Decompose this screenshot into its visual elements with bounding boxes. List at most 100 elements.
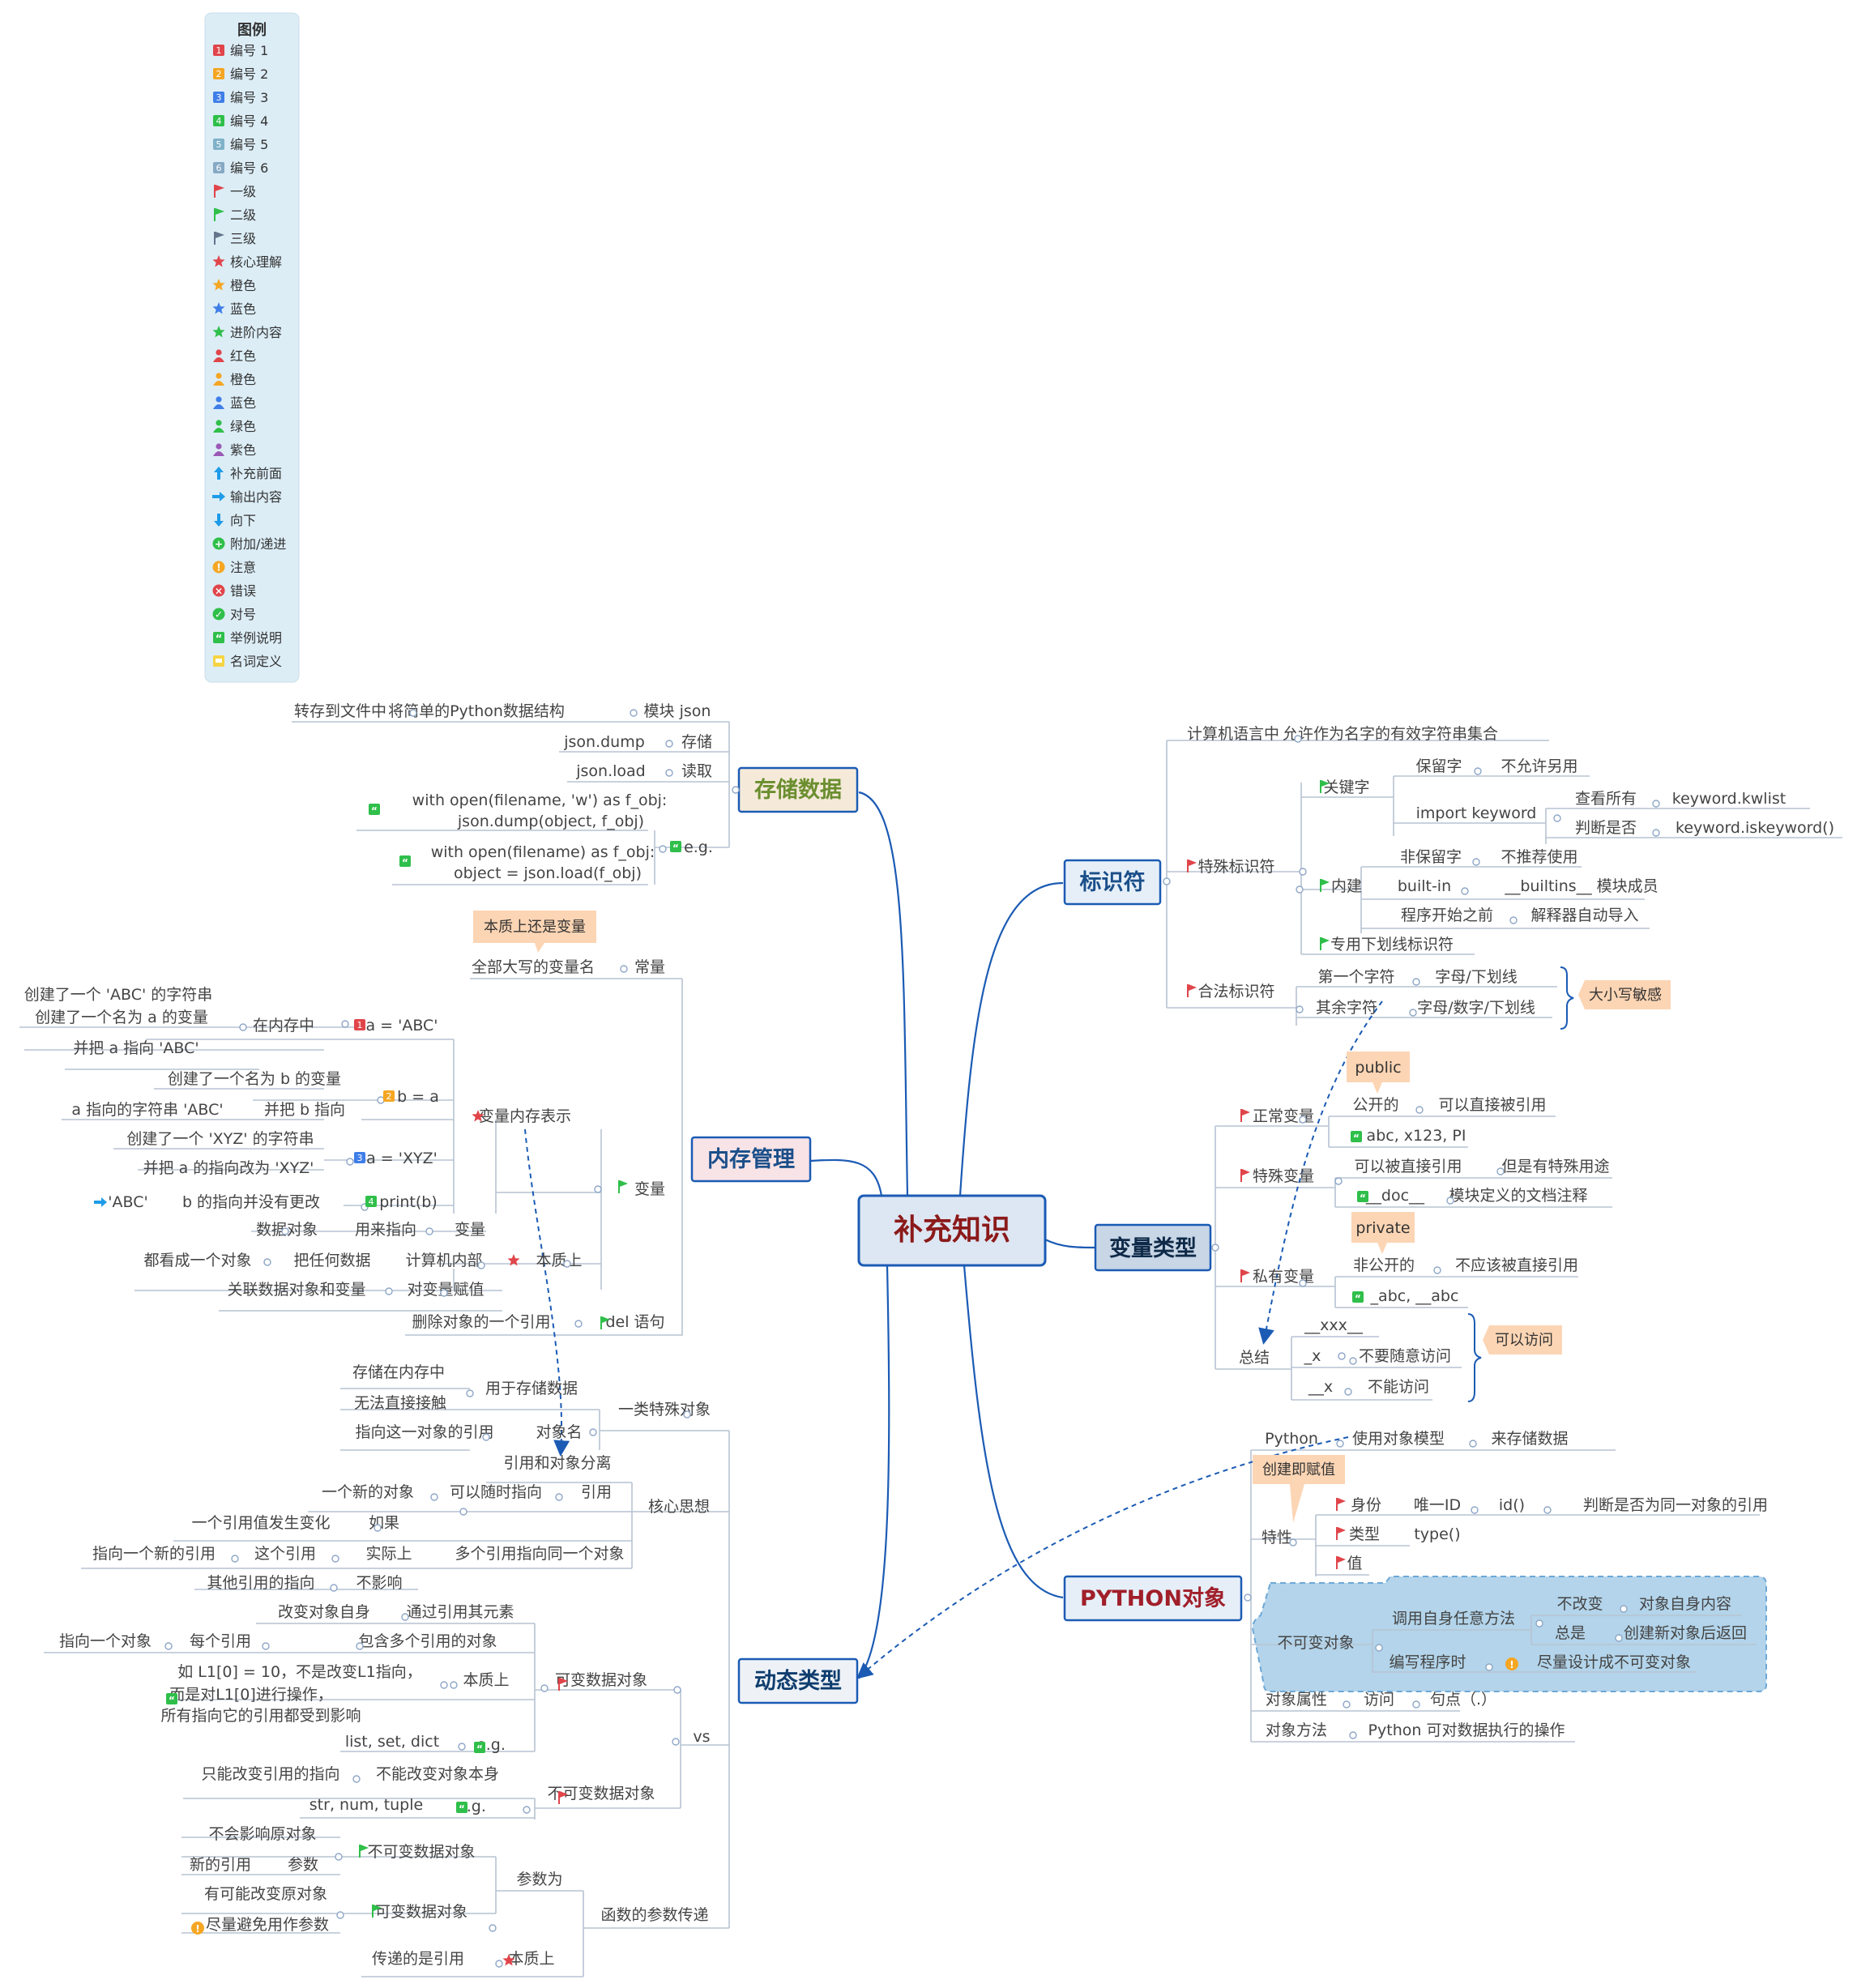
legend-item-label: 名词定义 (230, 654, 282, 669)
legend-item: “举例说明 (213, 630, 282, 646)
topic-dynamic-contains: 包含多个引用的对象 (358, 1632, 497, 1650)
svg-text:4: 4 (369, 1197, 374, 1207)
topic-identifier-import-kw: import keyword (1416, 804, 1537, 822)
quote-icon: “ (474, 1742, 485, 1755)
legend-item-label: 红色 (230, 348, 256, 364)
main-connectors (809, 791, 1096, 1679)
svg-text:!: ! (195, 1923, 199, 1935)
topic-dynamic-avoid: 尽量避免用作参数 (206, 1916, 329, 1934)
topic-memory-essence: 本质上 (536, 1252, 582, 1269)
join-dot (659, 845, 667, 853)
circle-x-icon: × (212, 584, 225, 597)
legend-item: 蓝色 (213, 395, 256, 411)
branch-dynamic[interactable]: 动态类型 (737, 1657, 859, 1704)
circle-bang-icon: ! (212, 561, 225, 574)
flag-icon (618, 1180, 628, 1193)
num-badge-icon: 1 (354, 1019, 365, 1030)
topic-dynamic-list: list, set, dict (345, 1733, 439, 1751)
legend-item: × 错误 (212, 583, 256, 599)
legend-item: 1 编号 1 (213, 43, 268, 58)
topic-vartype-special: 特殊变量 (1253, 1167, 1314, 1185)
topic-memory-create-xyz: 创建了一个 'XYZ' 的字符串 (126, 1130, 314, 1148)
topic-storage-ex2-l1: with open(filename) as f_obj: (431, 843, 655, 861)
topic-pyobject-python: Python (1265, 1430, 1318, 1448)
topic-memory-any-data: 把任何数据 (293, 1252, 370, 1269)
topic-dynamic-func: 函数的参数传递 (600, 1906, 708, 1924)
svg-text:“: “ (1355, 1293, 1361, 1304)
branch-identifier[interactable]: 标识符 (1063, 859, 1162, 906)
legend-item-label: 错误 (230, 583, 256, 599)
legend-item: 向下 (214, 513, 256, 528)
svg-text:!: ! (216, 562, 220, 574)
immutable-region (1251, 1576, 1767, 1692)
topic-storage-to-file: 转存到文件中 (294, 702, 386, 720)
branch-pyobject[interactable]: PYTHON对象 (1063, 1575, 1243, 1622)
join-dot (594, 1185, 602, 1193)
topic-pyobject-attr: 对象属性 (1266, 1691, 1327, 1709)
svg-text:创建即赋值: 创建即赋值 (1262, 1461, 1335, 1478)
topic-memory-a-points: a 指向的字符串 'ABC' (71, 1101, 223, 1119)
svg-text:2: 2 (386, 1091, 392, 1102)
svg-text:“: “ (216, 634, 223, 646)
join-dot (574, 1320, 583, 1328)
join-dot (356, 1642, 364, 1650)
quote-icon: “ (1352, 1291, 1364, 1304)
join-dot (1296, 1005, 1304, 1013)
num-badge-icon: 3 (213, 92, 224, 103)
topic-pyobject-id-fn: id() (1499, 1496, 1525, 1514)
topic-dynamic-actually: 实际上 (365, 1545, 412, 1563)
flag-icon (1320, 937, 1330, 950)
topic-dynamic-if: 如果 (369, 1514, 399, 1532)
topic-memory-a1: a = 'ABC' (365, 1017, 438, 1035)
topic-storage-ex1-l2: json.dump(object, f_obj) (457, 813, 644, 830)
join-dot (1543, 1506, 1552, 1514)
num-badge-icon: 4 (365, 1196, 377, 1207)
join-dot (1415, 1106, 1424, 1114)
branch-vartype[interactable]: 变量类型 (1094, 1223, 1212, 1272)
join-dot (1652, 800, 1660, 808)
topic-vartype-private: 私有变量 (1253, 1268, 1314, 1286)
flag-icon (214, 232, 224, 245)
legend-item-label: 编号 4 (230, 113, 268, 129)
topic-vartype-xxx: __xxx__ (1304, 1316, 1363, 1334)
topic-memory-del: del 语句 (605, 1313, 664, 1331)
topic-vartype-non-public: 非公开的 (1353, 1256, 1415, 1274)
branch-memory[interactable]: 内存管理 (690, 1136, 812, 1183)
svg-text:1: 1 (357, 1020, 363, 1030)
person-icon (213, 420, 224, 433)
legend-title: 图例 (237, 21, 267, 39)
join-dot (523, 1806, 531, 1814)
legend-item-label: 紫色 (230, 442, 256, 458)
join-dot (563, 1260, 571, 1268)
branch-dynamic-label: 动态类型 (754, 1669, 842, 1694)
legend-item-label: 一级 (230, 184, 256, 199)
topic-storage-json-module: 模块 json (644, 702, 711, 720)
legend-item-label: 编号 6 (230, 160, 268, 176)
topic-memory-var-repr: 变量内存表示 (479, 1107, 571, 1125)
join-dot (1412, 978, 1420, 986)
legend-item-label: 编号 1 (230, 43, 268, 58)
topic-pyobject-unique-id: 唯一ID (1414, 1496, 1461, 1514)
legend-item: 橙色 (212, 278, 256, 293)
topic-dynamic-l1-a: 如 L1[0] = 10，不是改变L1指向， (177, 1663, 421, 1681)
join-dot (263, 1258, 271, 1266)
join-dot (1338, 1352, 1346, 1360)
topic-dynamic-param: 参数 (288, 1856, 318, 1874)
star-icon (212, 255, 225, 267)
num-badge-icon: 1 (213, 45, 224, 56)
join-dot (672, 1738, 680, 1746)
branch-vartype-label: 变量类型 (1109, 1235, 1197, 1261)
attention-icon: ! (1505, 1657, 1518, 1670)
topic-identifier-kwlist: keyword.kwlist (1672, 790, 1786, 808)
topic-pyobject-new-return: 创建新对象后返回 (1624, 1624, 1747, 1642)
branch-storage[interactable]: 存储数据 (737, 766, 859, 813)
num-badge-icon: 6 (213, 162, 224, 173)
branch-storage-label: 存储数据 (754, 778, 842, 803)
join-dot (1349, 1357, 1357, 1365)
topic-dynamic-obj-name: 对象名 (536, 1423, 582, 1441)
join-dot (482, 1433, 490, 1441)
topic-identifier-prog-start: 程序开始之前 (1401, 907, 1493, 924)
root-node[interactable]: 补充知识 (857, 1194, 1047, 1267)
join-dot (1433, 1266, 1441, 1274)
topic-identifier-builtins-mod: __builtins__ 模块成员 (1504, 877, 1658, 895)
